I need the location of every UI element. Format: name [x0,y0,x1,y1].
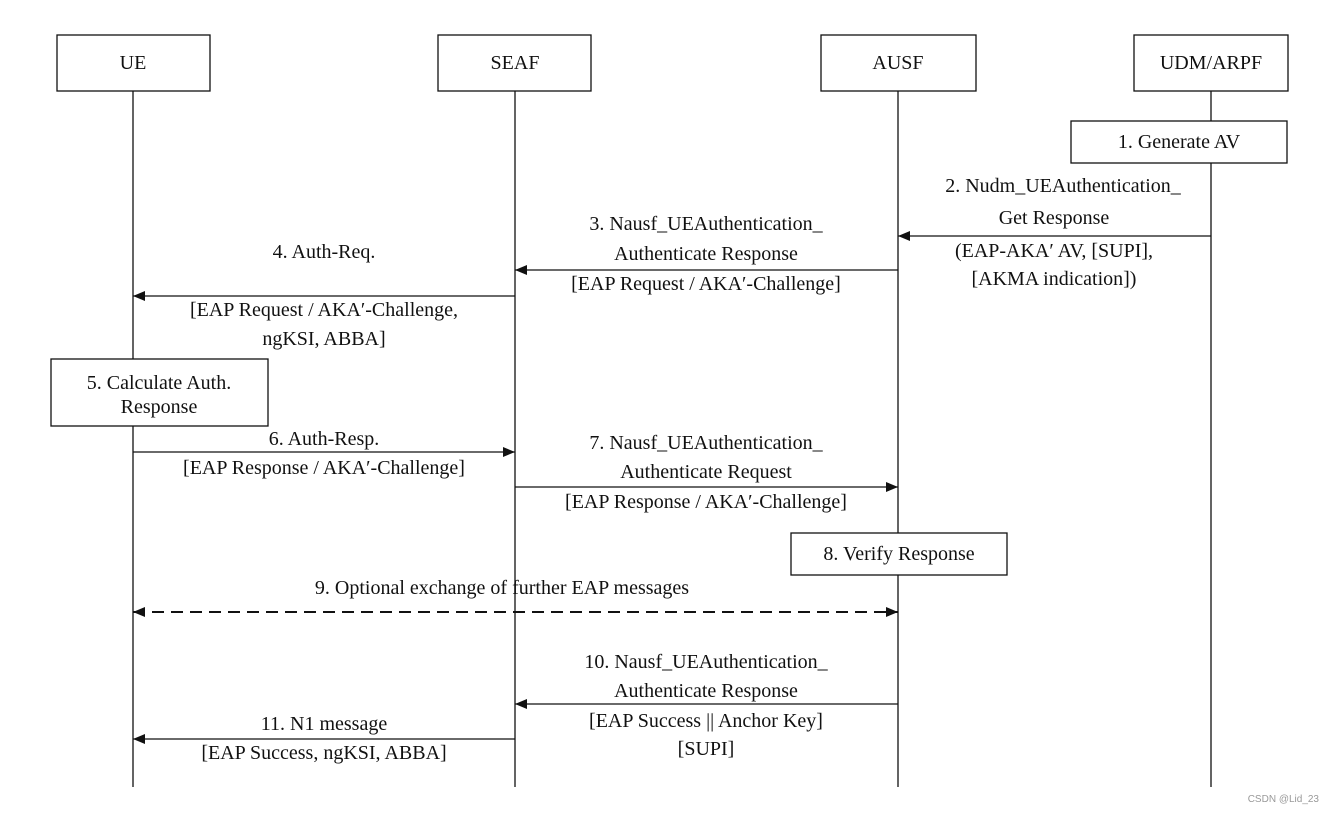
step-3-label-line-1: 3. Nausf_UEAuthentication_ [589,213,823,235]
step-4-label-line-2: [EAP Request / AKA′-Challenge, [190,299,458,321]
step-10-label-line-2: Authenticate Response [614,680,798,702]
participant-box-ausf [820,34,977,92]
participant-box-udm-arpf [1133,34,1289,92]
step-7-label-line-3: [EAP Response / AKA′-Challenge] [565,491,847,513]
step-6-label-line-2: [EAP Response / AKA′-Challenge] [183,457,465,479]
step-10-label-line-4: [SUPI] [678,738,735,760]
step-2-label-line-2: Get Response [999,207,1110,229]
step-3-label-line-3: [EAP Request / AKA′-Challenge] [571,273,841,295]
step-4-label-line-1: 4. Auth-Req. [273,241,376,263]
participant-label-ue: UE [120,52,147,74]
step-10-label-line-3: [EAP Success || Anchor Key] [589,710,823,732]
participant-label-seaf: SEAF [491,52,540,74]
step-2-label-line-4: [AKMA indication]) [972,268,1137,290]
step-2-label-line-1: 2. Nudm_UEAuthentication_ [945,175,1182,197]
participant-box-ue [56,34,211,92]
step-8-label: 8. Verify Response [823,543,974,565]
participant-label-udm-arpf: UDM/ARPF [1160,52,1262,74]
step-5-calculate-box [50,358,269,427]
watermark: CSDN @Lid_23 [1248,794,1320,805]
step-1-generate-av-box [1070,120,1288,164]
step-5-label-line-2: Response [121,396,198,418]
step-7-label-line-2: Authenticate Request [620,461,792,483]
step-10-label-line-1: 10. Nausf_UEAuthentication_ [584,651,828,673]
participant-label-ausf: AUSF [872,52,923,74]
step-6-label-line-1: 6. Auth-Resp. [269,428,380,450]
step-3-label-line-2: Authenticate Response [614,243,798,265]
participant-box-seaf [437,34,592,92]
step-4-label-line-3: ngKSI, ABBA] [262,328,385,350]
step-5-label-line-1: 5. Calculate Auth. [87,372,231,394]
step-9-label: 9. Optional exchange of further EAP mess… [315,577,689,599]
step-2-label-line-3: (EAP-AKA′ AV, [SUPI], [955,240,1153,262]
step-7-label-line-1: 7. Nausf_UEAuthentication_ [589,432,823,454]
step-8-verify-box [790,532,1008,576]
step-1-label: 1. Generate AV [1118,131,1241,153]
step-11-label-line-2: [EAP Success, ngKSI, ABBA] [201,742,446,764]
step-11-label-line-1: 11. N1 message [261,713,388,735]
